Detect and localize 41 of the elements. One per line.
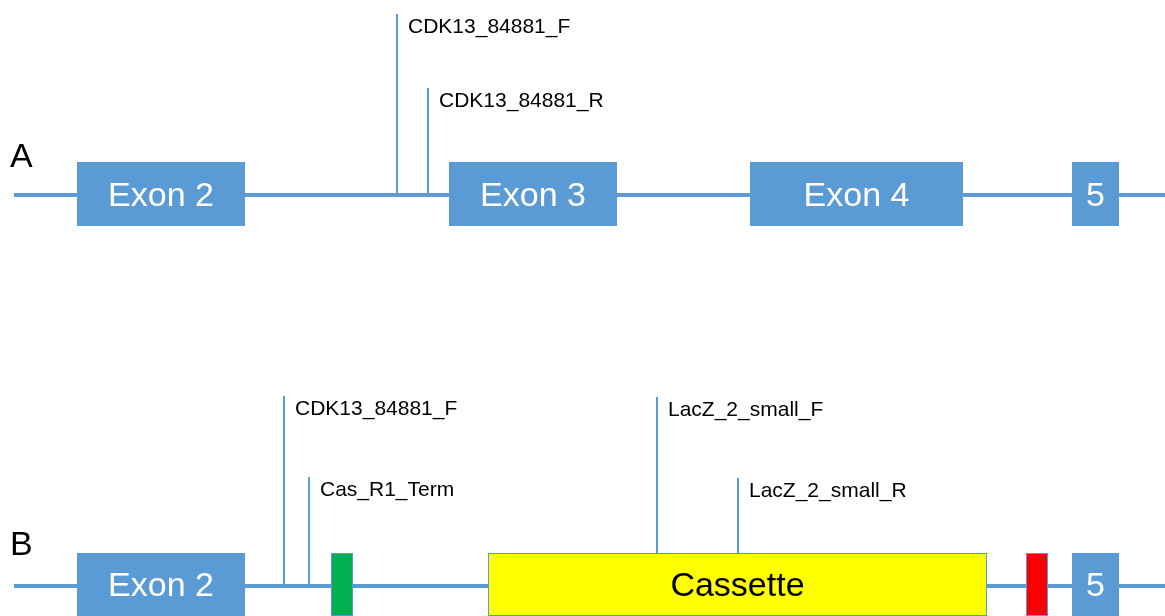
primer-name: LacZ_2_small_R	[749, 478, 907, 502]
primer-name: CDK13_84881_F	[295, 396, 458, 420]
gene-line	[14, 193, 77, 197]
box-label: Cassette	[670, 565, 805, 604]
box-label: Exon 3	[480, 174, 586, 214]
marker-box	[331, 553, 353, 616]
primer-name: LacZ_2_small_F	[668, 397, 824, 421]
gene-line	[353, 584, 488, 588]
box-label: 5	[1086, 565, 1105, 604]
gene-line	[14, 584, 77, 588]
exon-box	[1072, 162, 1119, 226]
exon-box	[77, 553, 245, 616]
box-label: Exon 2	[108, 174, 214, 214]
leader-line	[737, 477, 739, 554]
gene-line	[617, 193, 750, 197]
gene-line	[1048, 584, 1072, 588]
exon-box	[77, 162, 245, 226]
leader-line	[396, 13, 398, 196]
box-label: Exon 2	[108, 565, 214, 604]
panel-letter: B	[10, 524, 33, 563]
cassette-box	[488, 553, 987, 616]
gene-line	[1119, 584, 1165, 588]
box-label: Exon 4	[803, 174, 910, 214]
leader-line	[427, 87, 429, 196]
leader-line	[308, 476, 310, 587]
marker-box	[1026, 553, 1048, 616]
exon-box	[449, 162, 617, 226]
leader-line	[283, 395, 285, 587]
leader-line	[656, 396, 658, 554]
exon-box	[1072, 553, 1119, 616]
gene-line	[1119, 193, 1165, 197]
primer-name: Cas_R1_Term	[320, 477, 455, 501]
box-label: 5	[1086, 174, 1105, 214]
gene-line	[963, 193, 1072, 197]
gene-line	[245, 193, 449, 197]
primer-name: CDK13_84881_R	[439, 88, 604, 112]
panel-letter: A	[10, 136, 33, 175]
gene-line	[987, 584, 1026, 588]
gene-line	[245, 584, 331, 588]
exon-box	[750, 162, 963, 226]
primer-name: CDK13_84881_F	[408, 14, 571, 38]
